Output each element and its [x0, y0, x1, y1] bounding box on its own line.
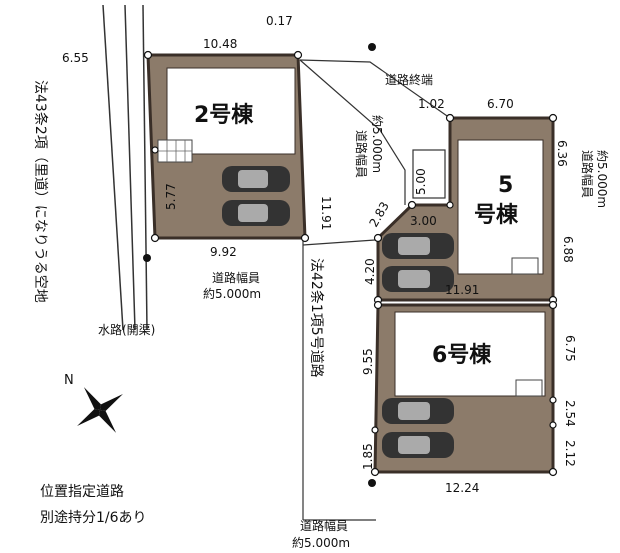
position-road-2: 別途持分1/6あり [40, 509, 147, 526]
road-edge [299, 59, 406, 205]
dim-lot5-top-left: 1.02 [418, 97, 445, 111]
road-width-bottom-2: 約5.000m [292, 535, 350, 550]
dim-lot5-corner: 2.83 [366, 199, 391, 229]
dim-dead-end-width: 5.00 [414, 168, 428, 195]
dead-end-box [412, 149, 446, 199]
road-edge [299, 59, 451, 119]
car-icon [382, 266, 454, 292]
road-end-label: 道路終端 [385, 72, 433, 87]
dim-lot5-bottom: 11.91 [445, 283, 479, 297]
water-channel-label: 水路(開渠) [98, 322, 155, 337]
dim-lot2-top-right: 0.17 [266, 14, 293, 28]
road-edge [302, 239, 376, 246]
position-road-1: 位置指定道路 [40, 484, 124, 500]
car-icon [222, 166, 290, 192]
survey-points [143, 50, 558, 477]
dim-lot2-bottom: 9.92 [210, 245, 237, 259]
road-width-right-1: 道路幅員 [580, 150, 595, 198]
dim-lot5-corner-top: 3.00 [410, 214, 437, 228]
dim-lot6-right-low: 2.12 [563, 440, 577, 467]
lot-5-house [457, 139, 544, 275]
lot-2-name: 2号棟 [194, 102, 254, 128]
dim-lot2-left-top: 6.55 [62, 51, 89, 65]
strip-line [124, 4, 136, 331]
benchmark-marks [143, 43, 376, 487]
car-icon [382, 432, 454, 458]
dim-lot6-right-mid: 2.54 [563, 400, 577, 427]
road-width-inner-2: 約5.000m [370, 115, 385, 173]
center-vertical-label: 法42条1項5号道路 [308, 258, 325, 378]
road-width-center-2: 約5.000m [203, 286, 261, 301]
road-width-center-1: 道路幅員 [212, 270, 260, 285]
dim-lot2-inner: 5.77 [164, 183, 178, 210]
lot-5-name-bottom: 号棟 [474, 202, 519, 228]
left-vertical-label: 法43条2項（里道）になりうる空地 [32, 80, 49, 303]
car-icon [382, 398, 454, 424]
dim-lot2-right: 11.91 [319, 196, 333, 230]
lot-5-name-top: 5 [498, 173, 513, 198]
dim-lot6-left-low: 1.85 [361, 443, 375, 470]
compass-label: N [64, 373, 74, 388]
dim-lot2-top: 10.48 [203, 37, 237, 51]
strip-line [102, 4, 124, 331]
dim-lot5-left: 4.20 [363, 258, 377, 285]
compass-icon [77, 387, 123, 433]
dim-lot6-right: 6.75 [563, 335, 577, 362]
strip-line [142, 4, 148, 331]
car-icon [382, 233, 454, 259]
lot-2-grid-lines [158, 140, 192, 162]
road-width-inner-1: 道路幅員 [354, 130, 369, 178]
dim-lot5-right: 6.36 [555, 140, 569, 167]
dim-lot6-left: 9.55 [361, 348, 375, 375]
road-width-right-2: 約5.000m [595, 150, 610, 208]
dim-lot5-top: 6.70 [487, 97, 514, 111]
dim-lot5-right-lower: 6.88 [561, 236, 575, 263]
lot-6-grid [515, 379, 543, 397]
left-vertical-text: 法43条2項（里道）になりうる空地 [32, 80, 49, 303]
lot-5-grid [511, 257, 539, 275]
car-icon [222, 200, 290, 226]
dim-lot6-bottom: 12.24 [445, 481, 479, 495]
lot-6-name: 6号棟 [432, 342, 492, 368]
road-width-bottom-1: 道路幅員 [300, 518, 348, 533]
